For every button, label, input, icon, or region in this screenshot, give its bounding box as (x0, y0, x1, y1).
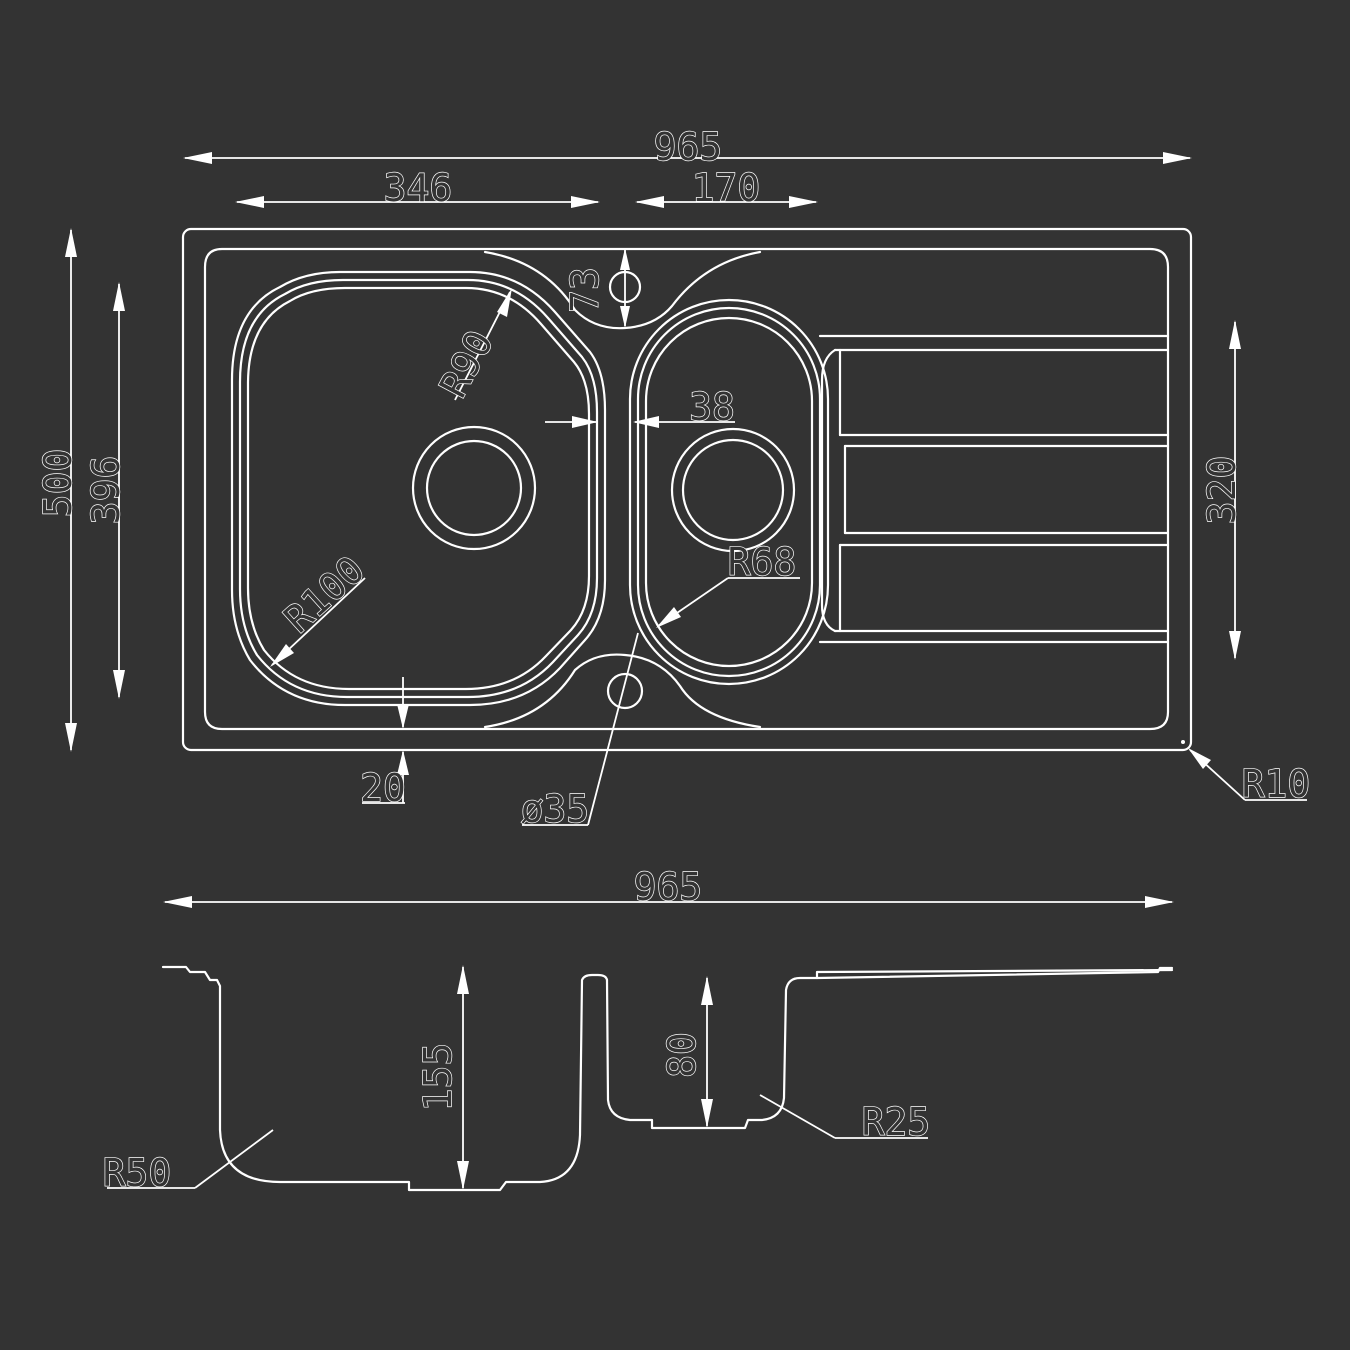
section-radius-half-label: R25 (862, 1100, 931, 1144)
sink-inner-rim (203, 247, 1170, 731)
half-bowl-outline-mid (636, 306, 822, 678)
half-bowl-outline-outer (628, 298, 830, 686)
half-bowl-radius-label: R68 (728, 540, 797, 584)
main-bowl-depth-label: 155 (416, 1043, 460, 1112)
sink-outer-outline (181, 227, 1193, 752)
bowl-depth-label: 396 (84, 456, 128, 525)
main-bowl-outline-mid (238, 278, 599, 699)
half-bowl-profile (605, 968, 1174, 1130)
lower-bridge-curve (483, 653, 762, 729)
corner-radius-label: R10 (1242, 762, 1311, 806)
section-view: 965 155 80 R50 R25 (102, 864, 1174, 1196)
drainer-width-label: 320 (1200, 456, 1244, 525)
drainer-top-edge (815, 966, 1174, 980)
main-bowl-width-label: 346 (384, 166, 453, 210)
front-margin-label: 20 (360, 766, 406, 810)
main-bowl-waste-inner (425, 439, 523, 537)
bowl-spacing-label: 38 (689, 385, 735, 429)
half-bowl-waste-outer (670, 427, 796, 553)
tap-offset-label: 73 (563, 267, 607, 313)
tap-hole-diameter-label: ø35 (521, 787, 590, 831)
main-bowl-outline-outer (230, 270, 607, 707)
main-bowl-waste-outer (411, 425, 537, 551)
overall-depth-label: 500 (36, 449, 80, 518)
half-bowl-width-label: 170 (692, 166, 761, 210)
main-bowl-profile (161, 965, 609, 1192)
overall-width-label: 965 (654, 125, 723, 169)
section-width-label: 965 (634, 865, 703, 909)
main-bowl-outline-inner (246, 286, 591, 691)
half-bowl-outline-inner (644, 316, 814, 668)
tap-hole-lower (606, 672, 644, 710)
plan-view (181, 227, 1193, 752)
section-radius-main-label: R50 (103, 1151, 172, 1195)
drainer-grooves (818, 334, 1170, 644)
half-bowl-waste-inner (681, 438, 785, 542)
half-bowl-depth-label: 80 (660, 1032, 704, 1078)
